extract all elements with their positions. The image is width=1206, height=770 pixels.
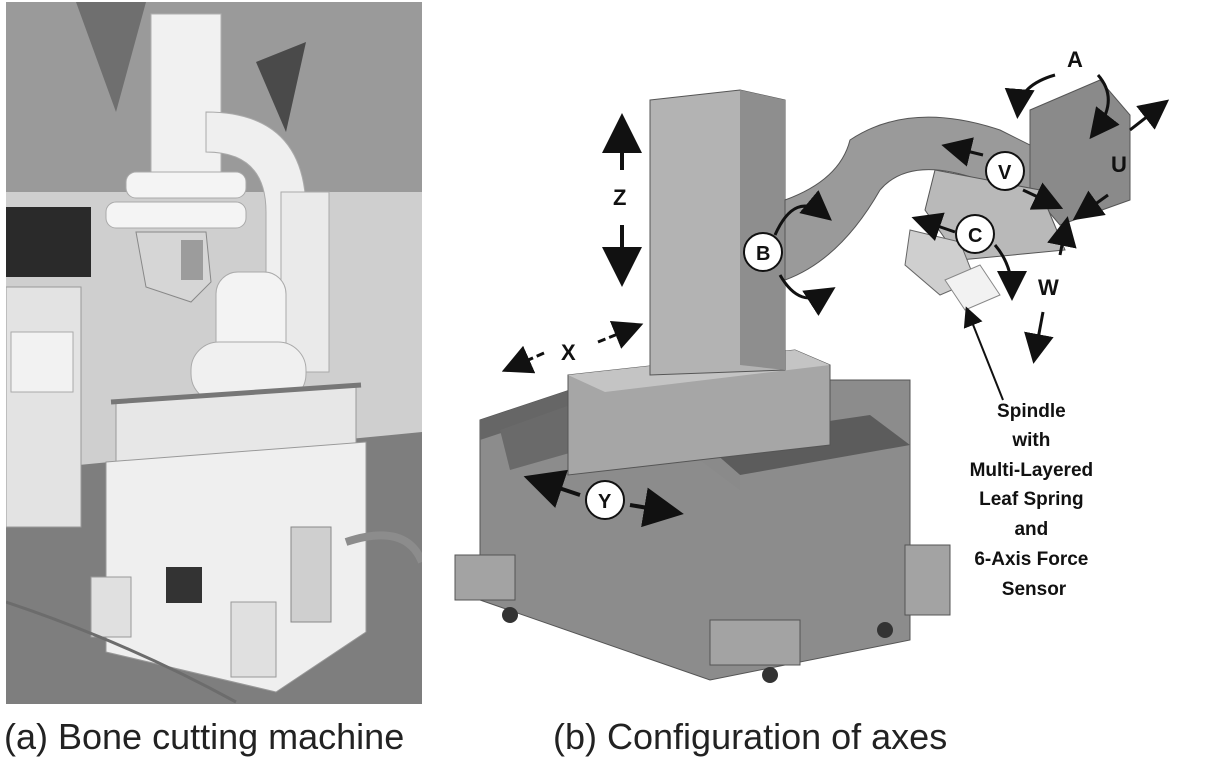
annotation-line: 6-Axis Force bbox=[974, 549, 1088, 570]
annotation-line: and bbox=[1014, 519, 1048, 540]
photo-panel bbox=[5, 2, 426, 704]
annotation-line: Leaf Spring bbox=[979, 489, 1084, 510]
axis-label-c: C bbox=[968, 225, 982, 247]
annotation-line: Sensor bbox=[1002, 579, 1067, 600]
axis-badge-b bbox=[743, 232, 783, 272]
axis-badge-v bbox=[985, 151, 1025, 191]
annotation-line: Multi-Layered bbox=[970, 460, 1094, 481]
axis-label-v: V bbox=[998, 162, 1012, 184]
axis-label-x: X bbox=[561, 340, 576, 365]
caption-panel-a: (a) Bone cutting machine bbox=[4, 716, 405, 757]
machine-photo bbox=[5, 2, 426, 704]
axes-diagram: Z X Y B A U V C W bbox=[454, 47, 1170, 683]
axis-badge-c bbox=[955, 214, 995, 254]
axis-badge-y bbox=[585, 480, 625, 520]
axis-label-b: B bbox=[756, 243, 770, 265]
axis-label-a: A bbox=[1067, 47, 1083, 72]
axes-diagram-panel: Z X Y B A U V C W bbox=[440, 20, 1200, 700]
spindle-annotation: Spindle with Multi-Layered Leaf Spring a… bbox=[970, 401, 1099, 600]
axis-label-z: Z bbox=[613, 185, 626, 210]
annotation-line: Spindle bbox=[997, 401, 1066, 422]
annotation-line: with bbox=[1011, 430, 1050, 451]
axis-label-y: Y bbox=[598, 491, 612, 513]
axis-label-w: W bbox=[1038, 275, 1059, 300]
caption-panel-b: (b) Configuration of axes bbox=[553, 716, 948, 757]
axis-label-u: U bbox=[1111, 152, 1127, 177]
